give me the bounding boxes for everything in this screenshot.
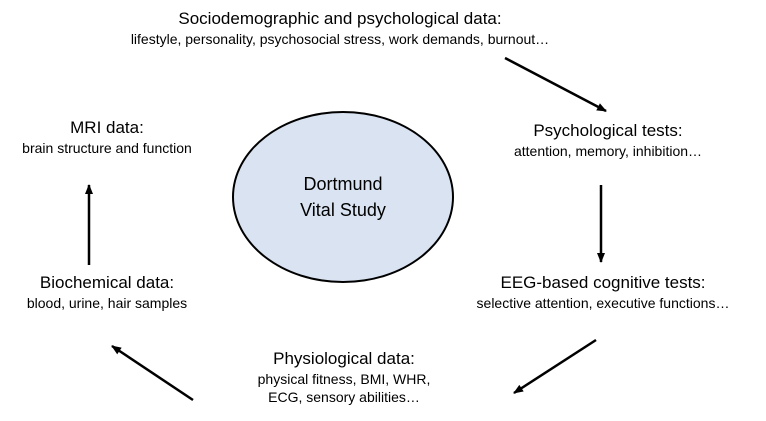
node-biochemical-detail: blood, urine, hair samples <box>26 295 188 311</box>
node-psychological-tests: Psychological tests: attention, memory, … <box>514 120 702 160</box>
node-mri: MRI data: brain structure and function <box>22 117 192 157</box>
node-eeg-detail: selective attention, executive functions… <box>476 295 730 311</box>
study-name-line2: Vital Study <box>300 200 386 220</box>
node-mri-detail: brain structure and function <box>22 140 192 156</box>
arrow-socio-to-psych <box>504 56 607 113</box>
node-physiological-title: Physiological data: <box>273 349 415 368</box>
study-center-ellipse: Dortmund Vital Study <box>232 111 454 283</box>
node-physiological-detail-line2: ECG, sensory abilities… <box>268 389 420 405</box>
node-biochemical-title: Biochemical data: <box>39 273 175 292</box>
node-mri-title: MRI data: <box>70 118 144 137</box>
node-physiological: Physiological data: physical fitness, BM… <box>258 348 431 406</box>
node-sociodemographic-detail: lifestyle, personality, psychosocial str… <box>130 31 550 47</box>
arrow-eeg-to-physio <box>513 338 597 395</box>
node-physiological-detail-line1: physical fitness, BMI, WHR, <box>257 371 431 387</box>
node-sociodemographic: Sociodemographic and psychological data:… <box>131 8 549 48</box>
node-psychological-tests-title: Psychological tests: <box>533 121 683 140</box>
arrow-physio-to-biochem <box>111 344 194 402</box>
node-eeg: EEG-based cognitive tests: selective att… <box>477 272 730 312</box>
node-eeg-title: EEG-based cognitive tests: <box>500 273 706 292</box>
node-sociodemographic-title: Sociodemographic and psychological data: <box>178 9 502 28</box>
study-name-line1: Dortmund <box>303 174 383 194</box>
node-biochemical: Biochemical data: blood, urine, hair sam… <box>27 272 187 312</box>
node-psychological-tests-detail: attention, memory, inhibition… <box>513 143 703 159</box>
